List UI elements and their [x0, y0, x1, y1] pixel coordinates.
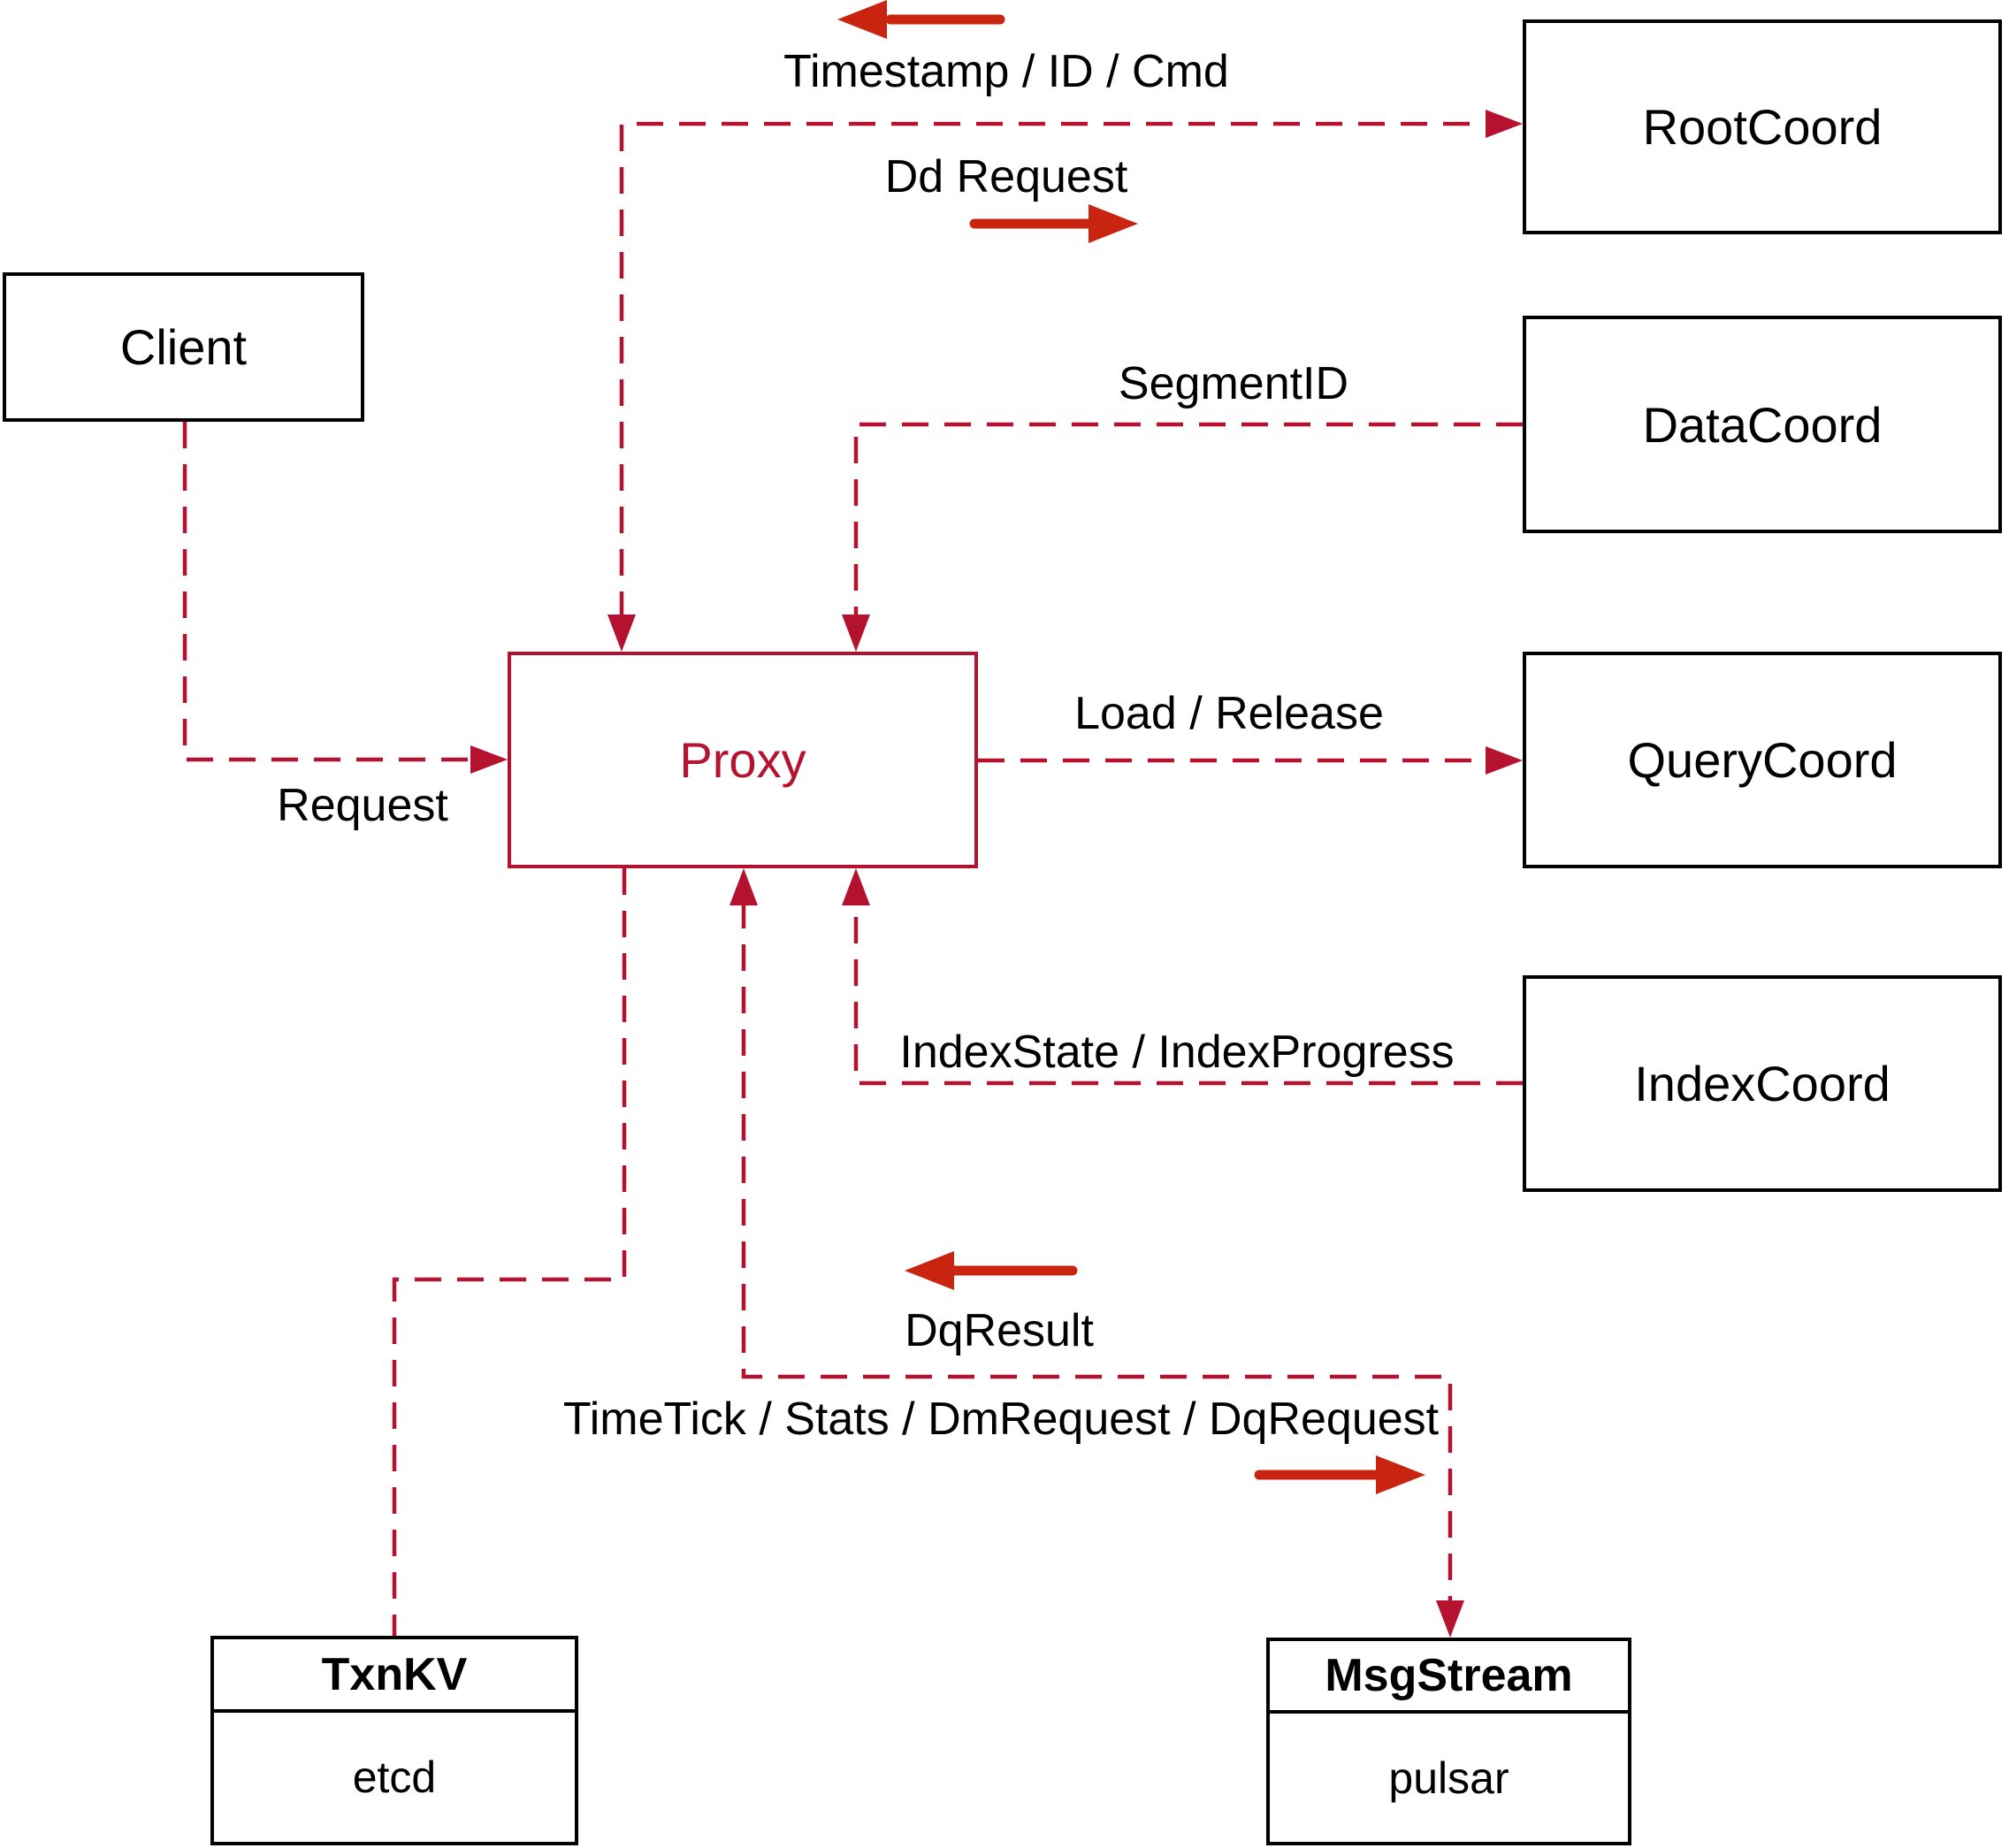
label-load-release: Load / Release: [1074, 688, 1384, 739]
node-indexcoord-label: IndexCoord: [1634, 1056, 1891, 1111]
node-msgstream-impl: pulsar: [1388, 1753, 1509, 1803]
node-rootcoord: RootCoord: [1523, 19, 2002, 234]
arrowhead-into-proxy-top-right-icon: [842, 615, 870, 652]
node-indexcoord: IndexCoord: [1523, 975, 2002, 1192]
arrow-left-timestamp-icon: [837, 0, 1005, 39]
arrowhead-into-proxy-left-icon: [470, 745, 508, 774]
node-proxy: Proxy: [508, 652, 978, 868]
arrowhead-into-proxy-bottom-right-icon: [842, 868, 870, 905]
arrowhead-into-proxy-top-left-icon: [607, 615, 636, 652]
edge-proxy-msgstream: [741, 902, 1453, 1604]
edge-client-proxy: [182, 422, 474, 762]
label-dq-result: DqResult: [905, 1305, 1094, 1356]
edge-datacoord-proxy: [853, 422, 1523, 618]
edge-proxy-rootcoord: [619, 121, 1489, 618]
node-txnkv: TxnKV etcd: [210, 1636, 578, 1845]
node-client-label: Client: [119, 319, 248, 375]
arrow-right-dd-request-icon: [969, 204, 1138, 243]
label-timestamp-id-cmd: Timestamp / ID / Cmd: [783, 46, 1229, 97]
node-rootcoord-label: RootCoord: [1642, 99, 1883, 155]
arrowhead-into-msgstream-icon: [1436, 1600, 1464, 1638]
node-msgstream-title: MsgStream: [1270, 1641, 1628, 1714]
arrowhead-into-proxy-bottom-left-icon: [730, 868, 758, 905]
node-querycoord: QueryCoord: [1523, 652, 2002, 868]
label-dd-request: Dd Request: [884, 151, 1128, 202]
node-datacoord: DataCoord: [1523, 316, 2002, 533]
label-index-state-progress: IndexState / IndexProgress: [899, 1027, 1455, 1078]
arrowhead-into-rootcoord-icon: [1486, 110, 1523, 138]
label-time-tick-stats: TimeTick / Stats / DmRequest / DqRequest: [562, 1394, 1440, 1445]
node-txnkv-title: TxnKV: [214, 1639, 575, 1713]
node-txnkv-impl: etcd: [352, 1753, 437, 1802]
arrowhead-into-querycoord-icon: [1486, 746, 1523, 775]
arrow-right-timetick-icon: [1254, 1455, 1425, 1494]
node-proxy-label: Proxy: [679, 732, 806, 788]
arrow-left-dqresult-icon: [905, 1251, 1078, 1290]
label-request: Request: [277, 780, 448, 831]
node-client: Client: [3, 272, 364, 422]
edge-proxy-txnkv: [392, 868, 627, 1636]
node-msgstream: MsgStream pulsar: [1266, 1638, 1631, 1845]
node-querycoord-label: QueryCoord: [1627, 732, 1898, 788]
edge-indexcoord-proxy: [853, 902, 1523, 1086]
node-datacoord-label: DataCoord: [1642, 396, 1883, 453]
label-segment-id: SegmentID: [1118, 358, 1349, 409]
